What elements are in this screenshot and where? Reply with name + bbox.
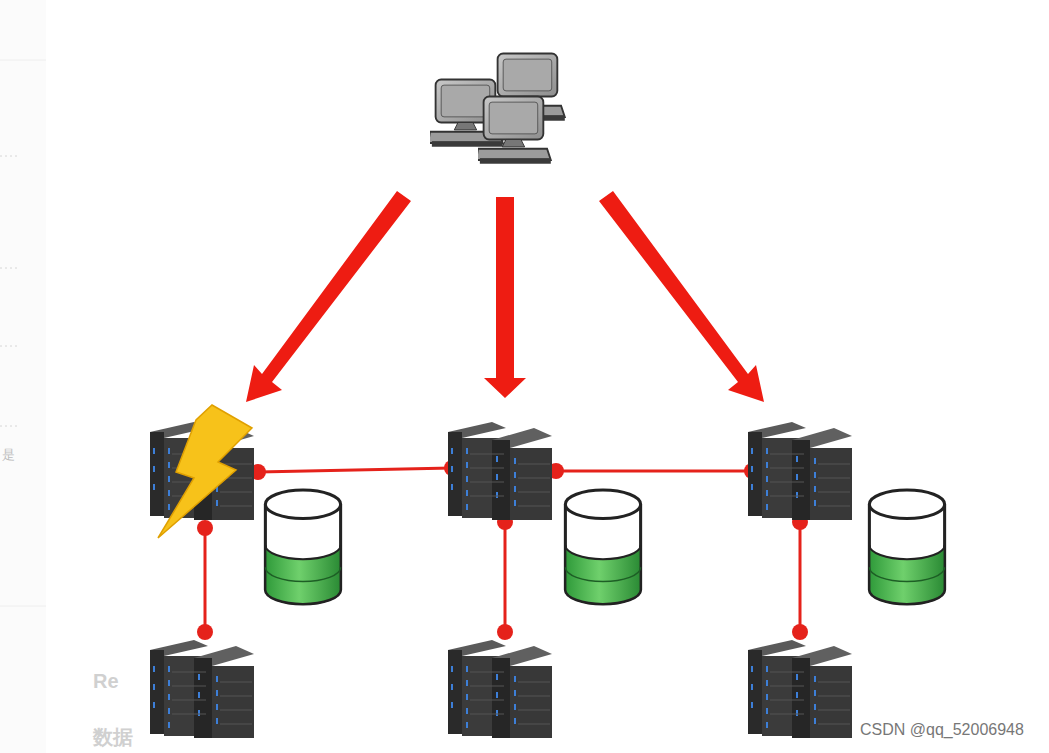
request-arrows <box>246 191 764 402</box>
background-text: Re <box>93 670 119 693</box>
failure-lightning <box>158 405 252 538</box>
client-computers <box>428 54 565 164</box>
background-text: 是 <box>2 446 15 464</box>
database-cylinders <box>265 490 944 604</box>
background-text: 数据 <box>93 724 133 751</box>
master-servers <box>150 422 852 520</box>
slave-servers <box>150 640 852 738</box>
watermark: CSDN @qq_52006948 <box>860 721 1024 739</box>
